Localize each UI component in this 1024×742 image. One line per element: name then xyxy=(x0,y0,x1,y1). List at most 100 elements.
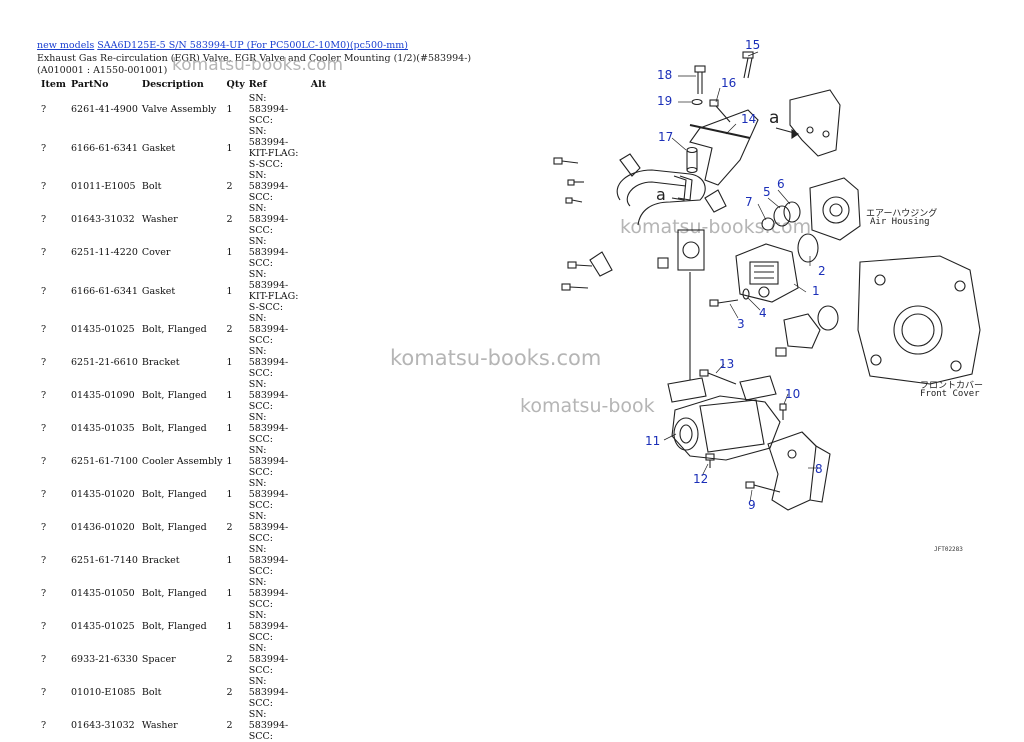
clamp-drawing xyxy=(704,189,727,213)
cell-alt xyxy=(311,577,335,610)
cell-qty: 1 xyxy=(226,247,233,258)
washer-19-drawing xyxy=(691,98,703,106)
cell-alt xyxy=(311,93,335,126)
cell-qty: 2 xyxy=(226,687,233,698)
cell-partno: 6933-21-6330 xyxy=(71,654,138,665)
bolt-9-drawing xyxy=(745,481,781,493)
cell-qty: 1 xyxy=(226,456,233,467)
cell-item: ? xyxy=(41,654,47,665)
cell-description: Bolt, Flanged xyxy=(141,522,207,533)
cell-alt xyxy=(311,379,335,412)
bracket-view-a-drawing xyxy=(775,89,841,157)
cell-partno: 01435-01050 xyxy=(71,588,135,599)
cell-partno: 6251-21-6610 xyxy=(71,357,138,368)
view-a-label: a xyxy=(656,185,666,204)
bolt-18-drawing xyxy=(694,65,706,94)
bolt-12-drawing xyxy=(705,453,715,468)
air-housing-label-jp: エアーハウジング xyxy=(866,209,938,219)
breadcrumb-model-link[interactable]: SAA6D125E-5 S/N 583994-UP (For PC500LC-1… xyxy=(97,40,409,51)
gasket-5-drawing xyxy=(773,205,791,227)
cell-alt xyxy=(311,236,335,269)
cell-alt xyxy=(311,478,335,511)
washer-4-drawing xyxy=(742,288,750,300)
callout-19: 19 xyxy=(657,94,673,108)
cell-item: ? xyxy=(41,489,47,500)
cell-alt xyxy=(311,643,335,676)
cell-ref: SN: 583994-SCC: xyxy=(248,346,289,379)
cell-qty: 2 xyxy=(226,214,233,225)
cell-ref: SN: 583994-KIT-FLAG: S-SCC: xyxy=(248,126,299,170)
cell-description: Bolt, Flanged xyxy=(141,621,207,632)
cell-qty: 1 xyxy=(226,621,233,632)
bolt-7-drawing xyxy=(761,217,775,231)
cell-description: Bolt, Flanged xyxy=(141,324,207,335)
col-alt: Alt xyxy=(310,79,327,90)
cell-description: Bolt, Flanged xyxy=(141,423,207,434)
cell-ref: SN: 583994-SCC: xyxy=(248,313,289,346)
callout-6: 6 xyxy=(777,177,785,191)
air-housing-drawing xyxy=(809,177,861,241)
cell-qty: 1 xyxy=(226,285,233,297)
callout-12: 12 xyxy=(693,472,709,486)
cell-partno: 6166-61-6341 xyxy=(71,142,138,154)
cell-qty: 2 xyxy=(226,324,233,335)
cell-partno: 01435-01025 xyxy=(71,621,135,632)
watermark-text: komatsu-books.com xyxy=(620,216,812,238)
clamp-drawing xyxy=(619,153,641,177)
breadcrumb-new-models-link[interactable]: new models xyxy=(37,40,95,51)
cell-description: Washer xyxy=(141,720,178,731)
callout-5: 5 xyxy=(763,185,771,199)
o-ring-drawing xyxy=(817,305,839,331)
cell-ref: SN: 583994-SCC: xyxy=(248,709,289,742)
cell-qty: 1 xyxy=(226,104,233,115)
cell-alt xyxy=(311,313,335,346)
callout-2: 2 xyxy=(818,264,826,278)
cell-alt xyxy=(311,412,335,445)
cell-qty: 1 xyxy=(226,588,233,599)
cell-alt xyxy=(311,709,335,742)
cell-partno: 6251-11-4220 xyxy=(71,247,138,258)
callout-15: 15 xyxy=(745,38,761,52)
cell-qty: 2 xyxy=(226,522,233,533)
cell-description: Cover xyxy=(141,247,171,258)
cell-alt xyxy=(311,544,335,577)
cell-ref: SN: 583994-SCC: xyxy=(248,643,289,676)
cell-item: ? xyxy=(41,390,47,401)
bolt-10-drawing xyxy=(779,403,787,420)
cell-ref: SN: 583994-SCC: xyxy=(248,93,289,126)
spacer-17-drawing xyxy=(686,146,698,174)
cell-ref: SN: 583994-SCC: xyxy=(248,676,289,709)
egr-pipe-drawing xyxy=(616,169,706,226)
cell-item: ? xyxy=(41,357,47,368)
cell-description: Spacer xyxy=(141,654,176,665)
cell-ref: SN: 583994-SCC: xyxy=(248,478,289,511)
front-cover-drawing xyxy=(857,255,981,385)
front-cover-label-jp: フロントカバー xyxy=(920,381,984,391)
parts-table-header: Item PartNo Description Qty Ref Alt xyxy=(37,79,335,93)
callout-11: 11 xyxy=(645,434,661,448)
cell-partno: 01010-E1085 xyxy=(71,687,136,698)
cell-ref: SN: 583994-SCC: xyxy=(248,412,289,445)
flange-drawing xyxy=(677,229,705,271)
cell-item: ? xyxy=(41,104,47,115)
cell-ref: SN: 583994-SCC: xyxy=(248,170,289,203)
cell-ref: SN: 583994-SCC: xyxy=(248,445,289,478)
cell-qty: 1 xyxy=(226,555,233,566)
callout-14: 14 xyxy=(741,112,757,126)
cell-partno: 01436-01020 xyxy=(71,522,135,533)
callout-4: 4 xyxy=(759,306,767,320)
cell-ref: SN: 583994-SCC: xyxy=(248,610,289,643)
cell-alt xyxy=(311,610,335,643)
cell-description: Gasket xyxy=(141,142,176,154)
